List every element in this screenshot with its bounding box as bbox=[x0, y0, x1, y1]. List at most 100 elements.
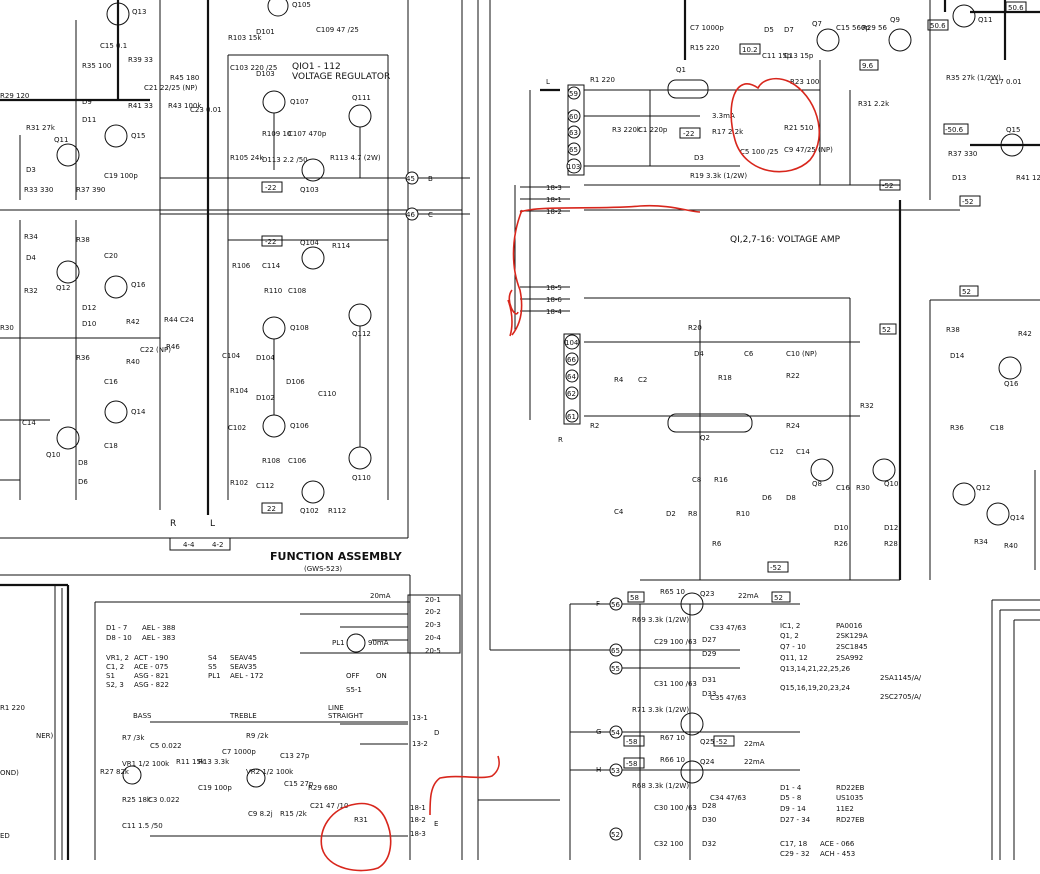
component-label: R22 bbox=[786, 372, 800, 380]
component-label: R106 bbox=[232, 262, 251, 270]
component-label: C20 bbox=[104, 252, 118, 260]
component-label: 20-2 bbox=[425, 608, 441, 616]
component-label: R42 bbox=[1018, 330, 1032, 338]
component-label: Q15,16,19,20,23,24 bbox=[780, 684, 851, 692]
voltage-amp-label: QI,2,7-16: VOLTAGE AMP bbox=[730, 235, 841, 245]
component-label: Q1 bbox=[676, 66, 686, 74]
component-label: C5 0.022 bbox=[150, 742, 182, 750]
component-label: 4-2 bbox=[212, 541, 223, 549]
component-label: R24 bbox=[786, 422, 800, 430]
component-label: C22 (NP) bbox=[140, 346, 171, 354]
component-label: C2 bbox=[638, 376, 647, 384]
red-circle-r23-r21 bbox=[730, 77, 820, 173]
component-label: R8 bbox=[688, 510, 697, 518]
voltage-regulator: QIO1 - 112 VOLTAGE REGULATOR Q105 Q107 Q… bbox=[222, 0, 408, 515]
component-label: 90mA bbox=[368, 639, 389, 647]
component-label: C14 bbox=[796, 448, 810, 456]
component-label: Q25 bbox=[700, 738, 714, 746]
component-label: E bbox=[434, 820, 438, 828]
component-label: R114 bbox=[332, 242, 351, 250]
component-label: R29 120 bbox=[0, 92, 29, 100]
component-label: D30 bbox=[702, 816, 716, 824]
red-wave-pin-strip bbox=[519, 204, 701, 213]
component-label: C104 bbox=[222, 352, 241, 360]
component-label: C9 8.2j bbox=[248, 810, 273, 818]
voltage-amp-bottom: R20 D4 C6 C10 (NP) R18 R22 R4 C2 R2 R24 … bbox=[584, 297, 900, 581]
component-label: C15 27p bbox=[284, 780, 314, 788]
component-label: ED bbox=[0, 832, 10, 840]
component-label: C21 47 /10 bbox=[310, 802, 348, 810]
component-label: R27 82k bbox=[100, 768, 130, 776]
component-label: 18-1 bbox=[546, 196, 562, 204]
component-label: Q9 bbox=[890, 16, 900, 24]
component-label: 50.6 bbox=[930, 22, 946, 30]
component-label: D1 - 4 bbox=[780, 784, 802, 792]
component-label: AEL - 172 bbox=[230, 672, 263, 680]
component-label: R37 390 bbox=[76, 186, 105, 194]
component-label: D8 - 10 bbox=[106, 634, 132, 642]
component-label: R1 220 bbox=[0, 704, 25, 712]
component-label: R29 56 bbox=[862, 24, 887, 32]
component-label: R109 10 bbox=[262, 130, 291, 138]
component-label: AEL - 383 bbox=[142, 634, 175, 642]
component-label: C35 47/63 bbox=[710, 694, 746, 702]
component-label: D12 bbox=[82, 304, 96, 312]
component-label: 18-4 bbox=[546, 308, 562, 316]
component-label: Q105 bbox=[292, 1, 311, 9]
component-label: -58 bbox=[626, 760, 637, 768]
component-label: 104 bbox=[565, 339, 579, 347]
component-label: C19 100p bbox=[198, 784, 232, 792]
component-label: Q103 bbox=[300, 186, 319, 194]
component-label: D9 - 14 bbox=[780, 805, 806, 813]
component-label: R19 3.3k (1/2W) bbox=[690, 172, 747, 180]
component-label: R36 bbox=[950, 424, 964, 432]
component-label: D27 - 34 bbox=[780, 816, 811, 824]
component-label: D13 bbox=[952, 174, 966, 182]
component-label: 18-3 bbox=[546, 184, 562, 192]
component-label: R31 2.2k bbox=[858, 100, 890, 108]
function-assembly-title: FUNCTION ASSEMBLY bbox=[270, 550, 403, 563]
component-label: R112 bbox=[328, 507, 346, 515]
component-label: C13 15p bbox=[784, 52, 814, 60]
component-label: Q104 bbox=[300, 239, 319, 247]
component-label: D5 - 8 bbox=[780, 794, 801, 802]
component-label: R38 bbox=[76, 236, 90, 244]
component-label: R105 24k bbox=[230, 154, 264, 162]
component-label: C10 (NP) bbox=[786, 350, 817, 358]
component-label: -52 bbox=[962, 198, 973, 206]
component-label: C102 bbox=[228, 424, 246, 432]
component-label: Q1, 2 bbox=[780, 632, 799, 640]
component-label: R34 bbox=[24, 233, 38, 241]
component-label: C8 bbox=[692, 476, 701, 484]
component-label: C17 0.01 bbox=[990, 78, 1022, 86]
component-label: 20-4 bbox=[425, 634, 441, 642]
component-label: S5 bbox=[208, 663, 217, 671]
component-label: 2SC2705/A/ bbox=[880, 693, 922, 701]
component-label: -52 bbox=[716, 738, 727, 746]
component-label: D9 bbox=[82, 98, 92, 106]
component-label: 18-5 bbox=[546, 284, 562, 292]
component-label: C11 1.5 /50 bbox=[122, 822, 163, 830]
component-label: R18 bbox=[718, 374, 732, 382]
red-bracket-pin-strip bbox=[507, 209, 523, 337]
component-label: R2 bbox=[590, 422, 599, 430]
component-label: 2SA992 bbox=[836, 654, 863, 662]
component-label: RD22EB bbox=[836, 784, 865, 792]
component-label: BASS bbox=[133, 712, 152, 720]
component-label: R32 bbox=[860, 402, 874, 410]
component-label: C3 0.022 bbox=[148, 796, 180, 804]
component-label: D113 2.2 /50 bbox=[262, 156, 308, 164]
component-label: 65 bbox=[569, 146, 578, 154]
component-label: C112 bbox=[256, 482, 274, 490]
component-label: -52 bbox=[770, 564, 781, 572]
component-label: C4 bbox=[614, 508, 624, 516]
component-label: R7 /3k bbox=[122, 734, 145, 742]
component-label: R66 10 bbox=[660, 756, 685, 764]
component-label: B bbox=[428, 175, 433, 183]
component-label: 59 bbox=[569, 90, 578, 98]
component-label: D7 bbox=[784, 26, 794, 34]
component-label: D28 bbox=[702, 802, 716, 810]
component-label: D12 bbox=[884, 524, 898, 532]
component-label: C23 0.01 bbox=[190, 106, 222, 114]
component-label: R33 330 bbox=[24, 186, 53, 194]
